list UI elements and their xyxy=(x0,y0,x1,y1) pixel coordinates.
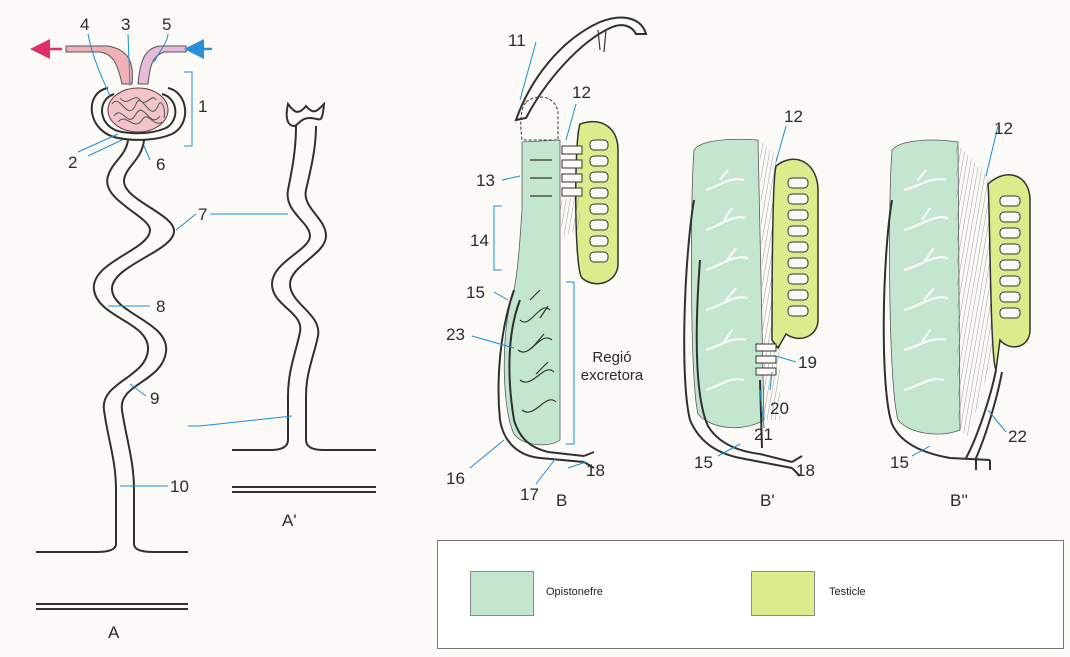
bracket-14 xyxy=(493,205,502,271)
b-tubule-branches xyxy=(517,159,557,413)
panel-label-b-double-prime: B'' xyxy=(950,491,968,510)
label-14: 14 xyxy=(470,231,489,250)
label-23: 23 xyxy=(446,325,465,344)
label-19: 19 xyxy=(798,353,817,372)
label-10: 10 xyxy=(170,477,189,496)
label-3: 3 xyxy=(121,15,130,34)
a-prime-left-wall xyxy=(232,125,312,451)
b-duct-15 xyxy=(497,289,585,463)
label-16: 16 xyxy=(446,469,465,488)
label-12-b: 12 xyxy=(572,83,591,102)
label-22: 22 xyxy=(1008,427,1027,446)
b-mesorchium-hatch xyxy=(560,196,580,236)
bp-testicle-lobules xyxy=(787,177,809,317)
label-15-bdp: 15 xyxy=(890,453,909,472)
panel-a-prime-nephron xyxy=(232,101,376,493)
b-efferent-ducts xyxy=(561,145,583,197)
bowman-capsule-outer xyxy=(90,87,187,141)
label-18-b: 18 xyxy=(586,461,605,480)
bdp-duct-15 xyxy=(882,199,991,461)
bdp-mesorchium xyxy=(956,142,992,436)
b-testicle-lobules xyxy=(589,139,609,263)
panel-b-double-prime xyxy=(882,139,1031,470)
bdp-testicle-lobules xyxy=(999,195,1021,319)
label-7: 7 xyxy=(198,205,207,224)
a-prime-cup xyxy=(285,101,326,128)
glomerulus-capillaries xyxy=(107,87,169,133)
label-15-b: 15 xyxy=(466,283,485,302)
label-5: 5 xyxy=(162,15,171,34)
label-1: 1 xyxy=(198,97,207,116)
b-opistonefre xyxy=(503,139,561,446)
b-duct-outlet xyxy=(583,451,595,469)
label-12-bp: 12 xyxy=(784,107,803,126)
bp-efferent-ducts xyxy=(755,343,777,376)
ghost-dashed xyxy=(520,96,559,141)
panel-a-nephron xyxy=(30,39,212,610)
panel-label-b: B xyxy=(556,491,567,510)
label-15-bp: 15 xyxy=(694,453,713,472)
panel-b xyxy=(493,16,648,469)
bp-opistonefre xyxy=(690,138,765,429)
label-13: 13 xyxy=(476,171,495,190)
region-label-line1: Regió xyxy=(592,349,631,366)
bp-testicle xyxy=(771,158,819,350)
bdp-duct-22 xyxy=(965,369,997,459)
legend: Opistonefre Testicle xyxy=(437,540,1064,649)
region-bracket xyxy=(566,281,575,445)
label-20: 20 xyxy=(770,399,789,418)
label-11: 11 xyxy=(508,31,526,50)
label-18-bp: 18 xyxy=(796,461,815,480)
region-label-line2: excretora xyxy=(581,367,644,384)
bdp-testicle xyxy=(987,174,1031,373)
panel-label-a: A xyxy=(108,623,120,642)
label-4: 4 xyxy=(80,15,89,34)
a-prime-right-wall xyxy=(288,125,376,451)
label-9: 9 xyxy=(150,389,159,408)
label-17: 17 xyxy=(520,485,539,504)
label-21: 21 xyxy=(754,425,773,444)
b-duct-16 xyxy=(508,299,585,457)
label-6: 6 xyxy=(156,155,165,174)
bdp-opistonefre xyxy=(889,139,961,435)
afferent-arteriole xyxy=(65,45,133,85)
labels: 4 3 5 1 2 6 7 8 9 10 11 12 13 14 15 23 1… xyxy=(68,15,1027,642)
legend-label-opistonefre: Opistonefre xyxy=(546,586,603,598)
bracket-1 xyxy=(184,71,193,147)
legend-swatch-testicle xyxy=(751,571,815,616)
efferent-arteriole xyxy=(137,45,187,85)
bowman-capsule-inner xyxy=(101,93,177,135)
leader-lines xyxy=(77,33,1007,487)
label-8: 8 xyxy=(156,297,165,316)
legend-swatch-opistonefre xyxy=(470,571,534,616)
panel-b-prime xyxy=(683,138,819,477)
bdp-tubule-branches xyxy=(903,169,949,391)
label-12-bdp: 12 xyxy=(994,119,1013,138)
tubule-left-wall xyxy=(36,139,152,553)
structure-11 xyxy=(514,16,648,122)
panel-label-b-prime: B' xyxy=(760,491,775,510)
panel-label-a-prime: A' xyxy=(282,511,297,530)
label-2: 2 xyxy=(68,153,77,172)
bp-tubule-branches xyxy=(705,169,749,391)
tubule-right-wall xyxy=(110,139,188,553)
bp-duct-15 xyxy=(683,199,793,469)
legend-label-testicle: Testicle xyxy=(829,586,866,598)
